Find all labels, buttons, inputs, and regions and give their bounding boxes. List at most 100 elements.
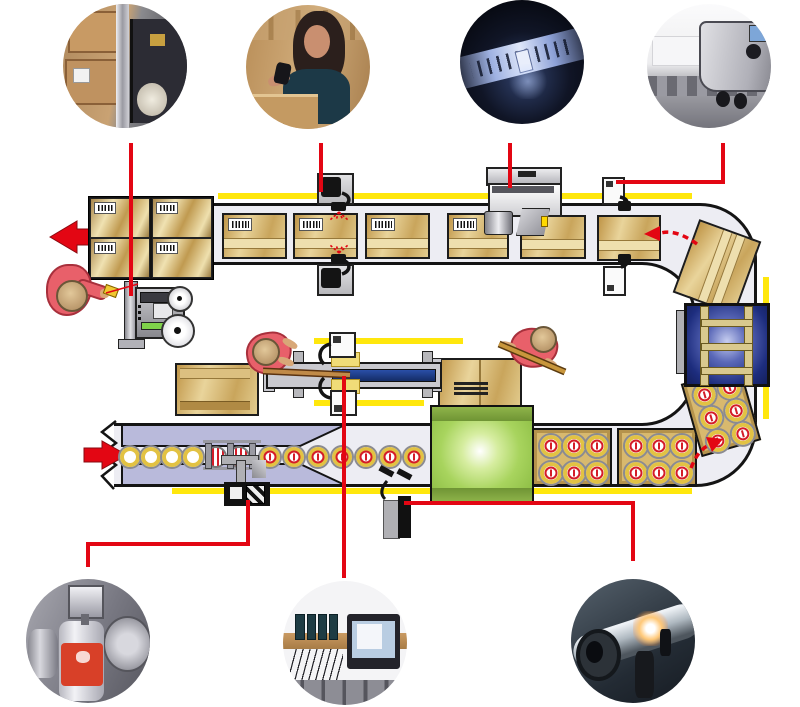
barcode-label xyxy=(94,242,116,254)
can-empty xyxy=(181,445,205,469)
barcode-label xyxy=(94,202,116,214)
art-label-stock xyxy=(149,33,165,47)
scan-beam-bottom xyxy=(329,244,349,254)
can-label-ring xyxy=(287,450,301,464)
can-tray xyxy=(532,428,612,486)
open-carton xyxy=(175,363,259,416)
can-label-mark xyxy=(573,442,575,450)
pallet-labeling-machine xyxy=(117,278,201,350)
can-filled xyxy=(538,433,564,459)
can-label-mark xyxy=(658,469,660,477)
scanner-head-top xyxy=(331,202,346,211)
can-label-mark xyxy=(635,469,637,477)
can-label-ring xyxy=(407,450,421,464)
can-filled xyxy=(561,433,587,459)
photo-rfid-inlay xyxy=(460,0,584,124)
broom-stick xyxy=(498,342,566,374)
photo-connector-line xyxy=(616,180,725,184)
scanner-cable-top xyxy=(341,191,351,208)
flow-arrow-bottom-dashed xyxy=(689,443,710,469)
art-roller xyxy=(716,90,731,107)
seam-sensor-head xyxy=(378,465,395,478)
art-print-unit xyxy=(699,21,771,93)
can-label-mark xyxy=(389,453,391,461)
can-label-ring xyxy=(567,439,581,453)
press-roller xyxy=(484,211,513,235)
scanner-laser-beam xyxy=(105,283,139,294)
can-label-ring xyxy=(590,466,604,480)
photo-connector-line xyxy=(404,501,635,505)
art-can-side xyxy=(28,628,59,679)
worker-scanning xyxy=(42,256,120,318)
can-coder-unit xyxy=(224,482,270,506)
can-label-ring xyxy=(263,450,277,464)
can-filled xyxy=(354,445,378,469)
can-label-ring xyxy=(359,450,373,464)
art-roller xyxy=(733,93,748,110)
barcode-scanner-bottom xyxy=(321,268,341,288)
push-rod xyxy=(262,369,351,377)
carton-stripe xyxy=(224,238,285,250)
gate-cable-bottom xyxy=(620,254,629,269)
art-display xyxy=(748,25,767,42)
label-roll-small xyxy=(167,286,193,312)
art-shipping-label xyxy=(72,68,90,83)
art-io-module xyxy=(317,614,328,641)
machine-band-bottom xyxy=(432,488,532,502)
worker-sweeping xyxy=(498,320,566,378)
can-label-ring xyxy=(629,439,643,453)
coder-guide xyxy=(252,460,266,478)
carton-on-conveyor xyxy=(222,213,287,259)
can-filled xyxy=(561,460,587,486)
art-screen-window xyxy=(357,624,383,650)
carton-on-conveyor xyxy=(293,213,358,259)
elevator-bar xyxy=(701,319,753,327)
photo-can-inspection-sensor xyxy=(26,579,150,703)
carton-stripe xyxy=(367,238,428,250)
art-io-module xyxy=(306,614,316,641)
can-label-mark xyxy=(681,442,683,450)
can-label-ring xyxy=(652,439,666,453)
art-io-module xyxy=(295,614,305,641)
pallet-box xyxy=(90,198,150,238)
can-label-ring xyxy=(567,466,581,480)
photo-connector-line xyxy=(721,143,725,184)
can-label-mark xyxy=(550,442,552,450)
can-label-mark xyxy=(550,469,552,477)
flow-arrow-bottom-head xyxy=(706,437,723,452)
photo-connector-line xyxy=(342,376,346,578)
coder-window xyxy=(230,487,242,499)
photo-connector-line xyxy=(86,542,250,546)
barcode-label xyxy=(453,218,477,231)
art-desk-frame xyxy=(283,680,407,705)
can-label-ring xyxy=(311,450,325,464)
worker-packing xyxy=(243,326,304,378)
can-filled xyxy=(306,445,330,469)
barcode-label xyxy=(156,242,178,254)
elevator-machine xyxy=(684,303,770,387)
art-machine-rail xyxy=(116,4,129,128)
yellow-guide-mid-upper xyxy=(314,338,463,344)
rfid-gate-sensor-top xyxy=(602,177,625,205)
can-label-ring xyxy=(383,450,397,464)
scan-beam-top xyxy=(329,211,349,221)
can-label-mark xyxy=(269,453,271,461)
roll-hub xyxy=(177,296,182,301)
housing-handle xyxy=(518,171,536,177)
machine-body xyxy=(432,421,532,488)
elevator-bar xyxy=(701,367,753,375)
photo-print-apply-system xyxy=(647,4,771,128)
can-label-ring xyxy=(629,466,643,480)
art-knob xyxy=(746,43,762,59)
flow-arrow-top-dashed xyxy=(660,230,699,246)
barcode-label xyxy=(228,218,252,231)
labeler-window xyxy=(153,303,173,319)
carton-vent xyxy=(454,387,488,390)
art-can-top xyxy=(102,616,150,673)
can-filled xyxy=(538,460,564,486)
photo-box-label-applicator xyxy=(63,4,187,128)
can-filled xyxy=(584,460,610,486)
yellow-guide-top xyxy=(218,193,692,199)
photo-seam-welding xyxy=(571,579,695,703)
can-label-mark xyxy=(596,469,598,477)
